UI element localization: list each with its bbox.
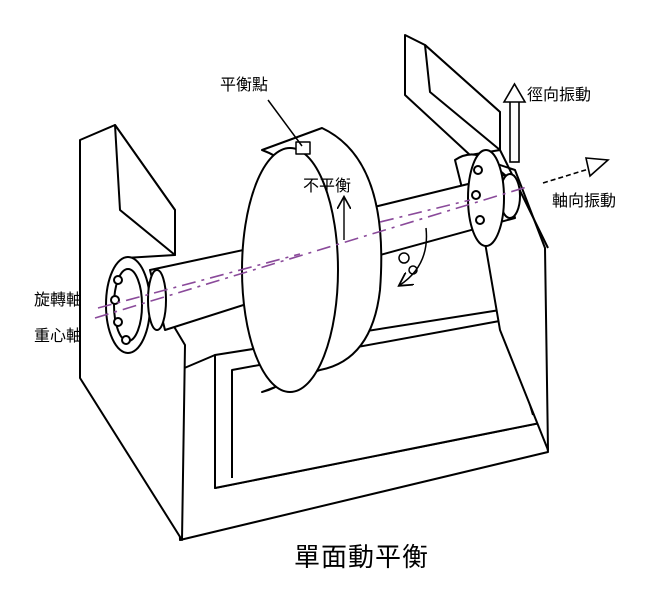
diagram-caption: 單面動平衡: [294, 543, 430, 573]
rotation-axis-label: 旋轉軸: [34, 290, 83, 309]
rotation-indicator: [399, 227, 428, 285]
axis-lines: [94, 185, 531, 319]
balance-point-leader: [267, 99, 303, 147]
radial-vibration-label: 徑向振動: [527, 85, 592, 104]
center-axis-line: [97, 253, 301, 309]
left-pedestal: [79, 124, 186, 541]
rotation-axis-line: [94, 185, 531, 319]
axial-vibration-arrow: [542, 157, 610, 184]
unbalance-label: 不平衡: [303, 176, 352, 195]
balance-point-label: 平衡點: [220, 75, 269, 94]
radial-vibration-arrow: [502, 82, 527, 163]
axial-vibration-label: 軸向振動: [552, 191, 617, 210]
center-axis-label: 重心軸: [34, 326, 83, 345]
right-bearing: [467, 149, 505, 247]
rotor-disk: [241, 127, 383, 393]
